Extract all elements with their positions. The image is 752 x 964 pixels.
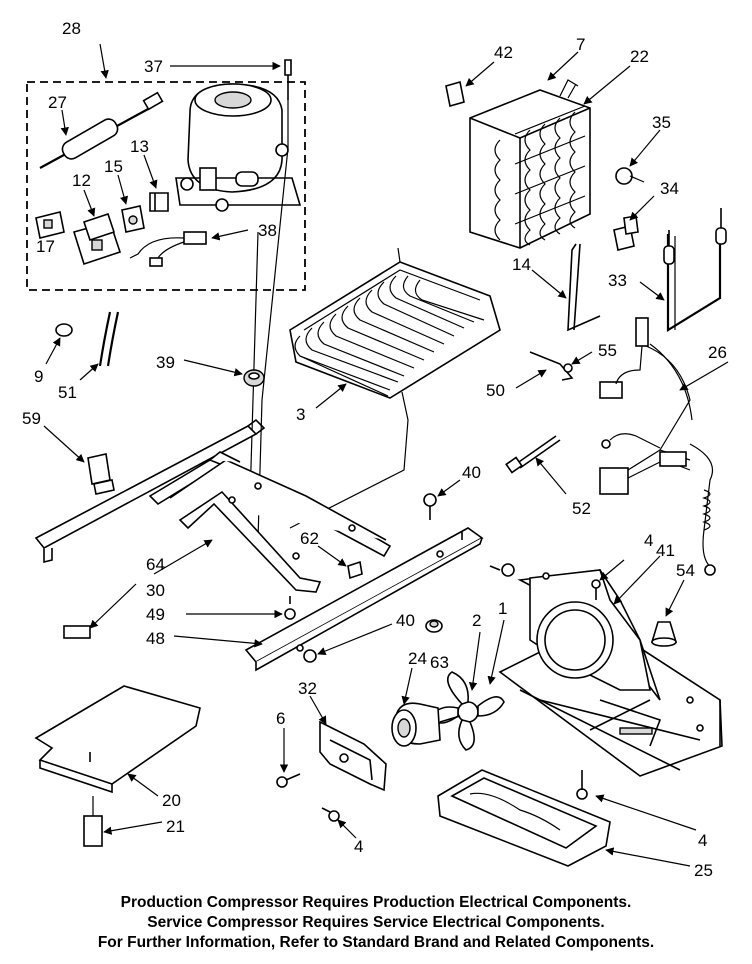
- footer-line-3: For Further Information, Refer to Standa…: [97, 934, 655, 951]
- screw-49: [284, 596, 296, 620]
- screw-40a: [423, 493, 437, 520]
- callout-35: 35: [652, 113, 671, 132]
- callout-63: 63: [430, 653, 449, 672]
- callout-54: 54: [676, 561, 695, 580]
- callout-12: 12: [72, 171, 91, 190]
- callout-14: 14: [512, 255, 531, 274]
- part-62: [347, 560, 363, 580]
- evaporator-3: [289, 247, 501, 529]
- compressor: [175, 83, 302, 212]
- callout-48: 48: [146, 629, 165, 648]
- screw-4a: [591, 579, 601, 600]
- callout-22: 22: [630, 47, 649, 66]
- footer-line-2: Service Compressor Requires Service Elec…: [147, 914, 605, 931]
- compressor-kit-box: [26, 81, 306, 291]
- callout-32: 32: [298, 679, 317, 698]
- clip-42: [445, 80, 465, 108]
- callout-20: 20: [162, 791, 181, 810]
- callout-37: 37: [144, 57, 163, 76]
- callout-15: 15: [104, 157, 123, 176]
- spring-64: [63, 625, 91, 639]
- crossbar-48: [244, 527, 484, 672]
- callout-4c: 4: [698, 831, 707, 850]
- callout-13: 13: [130, 137, 149, 156]
- callout-1: 1: [498, 599, 507, 618]
- condenser-7: [469, 79, 591, 249]
- callout-42: 42: [494, 43, 513, 62]
- harness-38: [129, 231, 207, 267]
- cover-plate-20: [34, 685, 201, 794]
- footer-line-1: Production Compressor Requires Productio…: [120, 894, 632, 911]
- screw-4b: [321, 807, 340, 822]
- callout-34: 34: [660, 179, 679, 198]
- capacitor-17: [35, 211, 65, 239]
- screw-40b: [489, 563, 515, 577]
- callout-62: 62: [300, 529, 319, 548]
- callout-64: 64: [146, 555, 165, 574]
- parts-diagram: 28 37 27 13 15 12 17 38 42 7 22 35 34 14…: [22, 19, 729, 880]
- callout-2: 2: [472, 611, 481, 630]
- callout-7: 7: [576, 35, 585, 54]
- callout-27: 27: [48, 93, 67, 112]
- tube-33: [663, 208, 727, 332]
- part-63: [425, 619, 443, 633]
- screw-4c: [576, 770, 588, 800]
- screw-6: [276, 773, 301, 788]
- harness-26: [599, 317, 716, 576]
- overload-15: [121, 205, 145, 233]
- fan-blade-2: [431, 671, 505, 751]
- callout-9: 9: [34, 367, 43, 386]
- callout-50: 50: [486, 381, 505, 400]
- callout-4a: 4: [644, 531, 653, 550]
- callout-25: 25: [694, 861, 713, 880]
- fan-motor-24: [391, 702, 461, 747]
- part-35: [615, 167, 645, 185]
- callout-39: 39: [156, 353, 175, 372]
- callout-28: 28: [62, 19, 81, 38]
- callout-49: 49: [146, 605, 165, 624]
- screw-48-nut: [303, 649, 317, 663]
- callout-41: 41: [656, 541, 675, 560]
- callout-55: 55: [598, 341, 617, 360]
- grommet-39: [243, 369, 265, 387]
- clip-59: [87, 453, 115, 495]
- drain-pan-25: [437, 769, 611, 867]
- callout-51: 51: [58, 383, 77, 402]
- callout-40a: 40: [462, 463, 481, 482]
- bracket-14: [567, 243, 601, 332]
- clip-50-55: [529, 351, 574, 381]
- fan-bracket-41: [498, 569, 723, 777]
- callout-30: 30: [146, 581, 165, 600]
- cable-tie-52: [505, 435, 561, 474]
- callout-40b: 40: [396, 611, 415, 630]
- part-54: [650, 621, 678, 647]
- screw-37: [284, 59, 292, 100]
- tube-51: [98, 311, 120, 367]
- base-frame-30: [34, 418, 392, 593]
- plug-9: [55, 323, 73, 337]
- clip-34: [613, 215, 639, 251]
- callout-59: 59: [22, 409, 41, 428]
- drier-27: [39, 91, 164, 169]
- callout-17: 17: [36, 237, 55, 256]
- callout-38: 38: [258, 221, 277, 240]
- callout-33: 33: [608, 271, 627, 290]
- motor-bracket-32: [319, 720, 387, 792]
- callout-26: 26: [708, 343, 727, 362]
- spring-21: [83, 796, 103, 847]
- callout-6: 6: [276, 709, 285, 728]
- relay-12: [72, 212, 122, 266]
- clip-13: [149, 192, 169, 212]
- callout-52: 52: [572, 499, 591, 518]
- callout-24: 24: [408, 649, 427, 668]
- callout-21: 21: [166, 817, 185, 836]
- callout-4b: 4: [354, 837, 363, 856]
- footer-notes: Production Compressor Requires Productio…: [0, 893, 752, 953]
- callout-3: 3: [296, 405, 305, 424]
